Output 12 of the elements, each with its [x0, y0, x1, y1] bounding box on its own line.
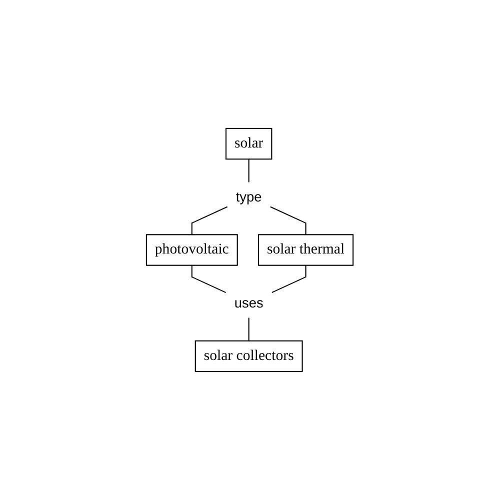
node-box: photovoltaic: [146, 234, 238, 266]
node-box: solar thermal: [258, 234, 354, 266]
connector: [248, 318, 250, 341]
connector: [270, 206, 307, 235]
node-text: type: [236, 188, 262, 205]
connector: [248, 159, 250, 182]
node-box: solar: [226, 128, 272, 160]
connector: [192, 206, 228, 235]
node-box: solar collectors: [195, 340, 304, 372]
connector: [192, 265, 226, 294]
connector: [272, 265, 307, 294]
node-text: uses: [234, 294, 264, 311]
